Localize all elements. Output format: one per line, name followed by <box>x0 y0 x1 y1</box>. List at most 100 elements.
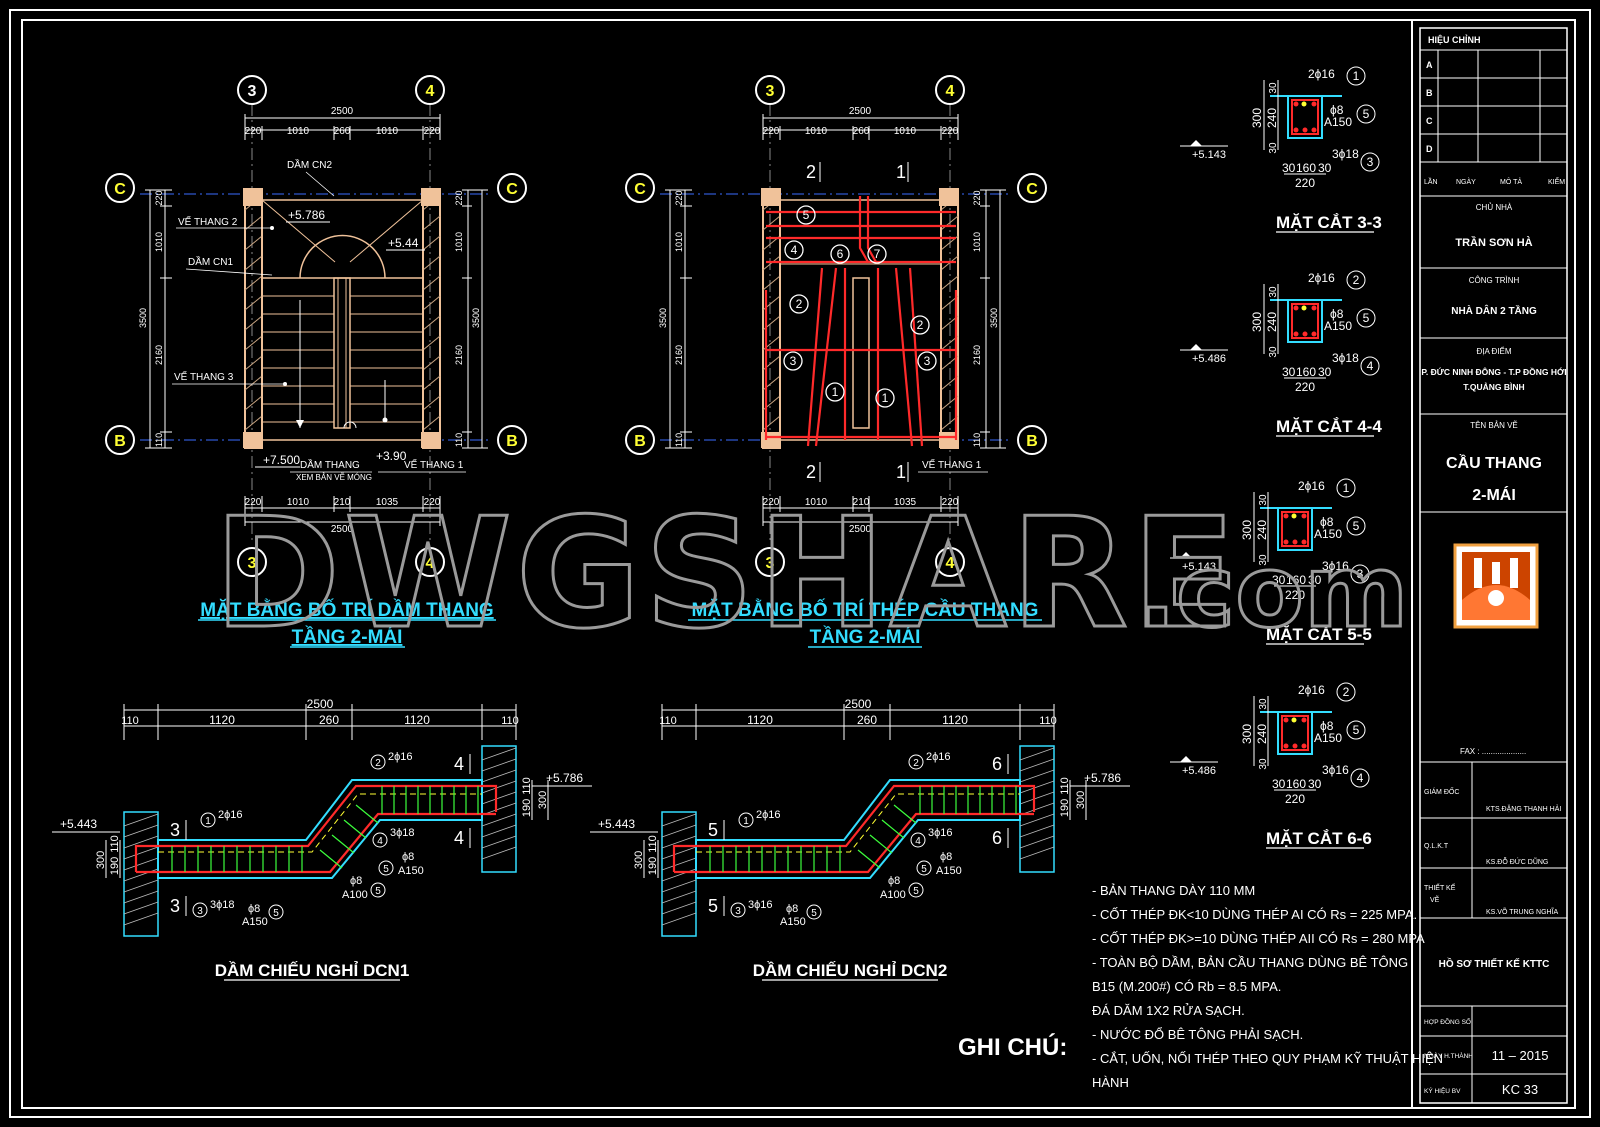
mark-circle <box>730 902 746 918</box>
grid-bubble: 4 <box>415 75 445 105</box>
grid-bubble: 3 <box>755 547 785 577</box>
watermark-suffix: .com <box>1138 533 1408 650</box>
mark-number: 5 <box>1363 107 1370 121</box>
svg-text:4: 4 <box>946 555 955 572</box>
mark-circle <box>1350 564 1370 584</box>
level-label: +5.443 <box>598 817 635 831</box>
project-label: CÔNG TRÌNH <box>1469 276 1520 285</box>
dim-bottom: 220 <box>763 497 780 508</box>
rebar-dot <box>1283 539 1289 545</box>
dim-width-total: 220 <box>1295 380 1315 394</box>
rev-col: MÔ TẢ <box>1500 177 1522 186</box>
mark-number: 3 <box>1357 567 1364 581</box>
svg-text:C: C <box>634 181 646 198</box>
dim-left: 220 <box>154 190 164 205</box>
general-notes: GHI CHÚ: - BẢN THANG DÀY 110 MM - CỐT TH… <box>958 883 1443 1090</box>
grid-bubble: C <box>497 173 527 203</box>
dim-total: 2500 <box>845 697 872 711</box>
svg-text:B: B <box>114 433 126 450</box>
location-label: ĐỊA ĐIỂM <box>1476 347 1511 356</box>
dim-right: 220 <box>972 190 982 205</box>
label-ve-thang-2: VẾ THANG 2 <box>178 215 238 228</box>
stirrup <box>355 804 379 824</box>
dim-right-total: 3500 <box>471 308 481 328</box>
dashed-bar <box>158 793 482 853</box>
code-label: KÝ HIỆU BV <box>1424 1086 1461 1095</box>
mark-circle <box>372 832 388 848</box>
rebar-dot <box>1283 743 1289 749</box>
director-name: KTS.ĐẶNG THANH HẢI <box>1486 804 1561 813</box>
section-mark: 6 <box>992 828 1002 848</box>
section-mark: 2 <box>806 462 816 482</box>
mark-number: 5 <box>921 864 927 875</box>
dim-left-total: 3500 <box>138 308 148 328</box>
label-ve-thang-3: VẾ THANG 3 <box>174 370 234 383</box>
dim-height: 190 <box>1059 799 1071 817</box>
label-ve-thang-1: VẾ THANG 1 <box>922 458 982 471</box>
stirrup <box>893 804 917 824</box>
section-mark: 5 <box>708 896 718 916</box>
hatch <box>661 879 697 893</box>
hatch <box>123 835 159 849</box>
mark-circle <box>378 860 394 876</box>
mark-number: 1 <box>1353 69 1360 83</box>
dim-right: 2160 <box>972 345 982 365</box>
mark-number: 4 <box>377 836 383 847</box>
hatch <box>661 813 697 827</box>
bar-label: 3ϕ16 <box>928 827 953 839</box>
dim-height: 110 <box>109 835 121 853</box>
rebar-dot <box>1293 101 1299 107</box>
dim-segment: 1120 <box>942 713 968 727</box>
hatch <box>1019 780 1055 794</box>
note-line: HÀNH <box>1092 1075 1129 1090</box>
dim-height: 110 <box>647 835 659 853</box>
company-logo-icon <box>1453 543 1539 629</box>
hatch <box>123 813 159 827</box>
mark-circle <box>908 882 924 898</box>
level-marker <box>1180 552 1192 558</box>
level-7500: +7.500 <box>263 453 300 467</box>
bar-mark: 4 <box>791 243 798 257</box>
svg-text:B: B <box>1026 433 1038 450</box>
grid-bubble: C <box>105 173 135 203</box>
completion-date: 11 – 2015 <box>1492 1048 1549 1063</box>
rebar-dot <box>1301 539 1307 545</box>
mark-number: 5 <box>273 908 279 919</box>
spacing-label: A150 <box>1314 731 1342 745</box>
dim-bottom: 220 <box>245 497 262 508</box>
dim-bottom: 1035 <box>376 497 399 508</box>
mark-number: 1 <box>743 816 749 827</box>
mark-circle <box>268 904 284 920</box>
rebar-dot <box>1301 717 1307 723</box>
dim-segment: 1120 <box>209 713 235 727</box>
dim-left: 1010 <box>154 232 164 252</box>
rebar-dot <box>1302 331 1308 337</box>
stirrup-label: ϕ8 <box>1330 103 1344 117</box>
grid-bubble: B <box>105 425 135 455</box>
stirrup-label: ϕ8 <box>1330 307 1344 321</box>
grid-bubble: 3 <box>237 75 267 105</box>
dim-bottom: 220 <box>424 497 441 508</box>
svg-text:3: 3 <box>248 83 257 100</box>
hatch <box>481 824 517 838</box>
mark-number: 5 <box>1353 723 1360 737</box>
note-line: B15 (M.200#) CÓ Rb = 8.5 MPA. <box>1092 979 1281 994</box>
rebar-dot <box>1301 743 1307 749</box>
drawing-label: TÊN BẢN VẼ <box>1470 421 1518 430</box>
rev-col: NGÀY <box>1456 177 1476 186</box>
rev-col: LẦN <box>1424 176 1438 186</box>
bar-label: 2ϕ16 <box>756 809 781 821</box>
grid-bubble: 4 <box>935 75 965 105</box>
bottom-bar-label: 3ϕ18 <box>1332 351 1359 365</box>
hatch <box>1019 846 1055 860</box>
hatch <box>661 824 697 838</box>
top-bar-label: 2ϕ16 <box>1308 67 1335 81</box>
dim-height: 30 <box>1268 142 1279 154</box>
bar-mark: 2 <box>917 318 924 332</box>
mark-number: 2 <box>1353 273 1360 287</box>
level-marker <box>1190 344 1202 350</box>
owner-label: CHỦ NHÀ <box>1476 203 1513 212</box>
dim-bottom: 1010 <box>805 497 828 508</box>
mark-number: 2 <box>913 758 919 769</box>
